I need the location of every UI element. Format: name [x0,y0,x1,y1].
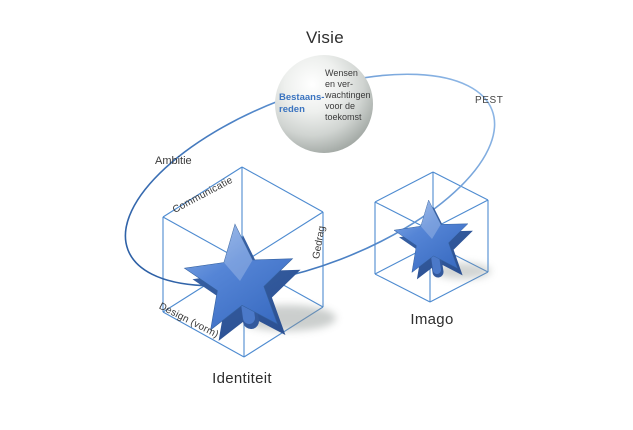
orbit-label-ambitie: Ambitie [155,155,192,167]
identiteit-caption: Identiteit [212,370,272,387]
identiteit-star [183,223,336,341]
orbit-label-pest: PEST [475,95,504,106]
diagram-title: Visie [305,28,345,47]
sphere-label-wensen: Wensen en ver- wachtingen voor de toekom… [325,68,371,122]
imago-star [393,199,491,280]
imago-caption: Imago [410,311,454,328]
vision-sphere [275,55,373,153]
sphere-label-bestaansreden: Bestaans- reden [279,92,325,115]
